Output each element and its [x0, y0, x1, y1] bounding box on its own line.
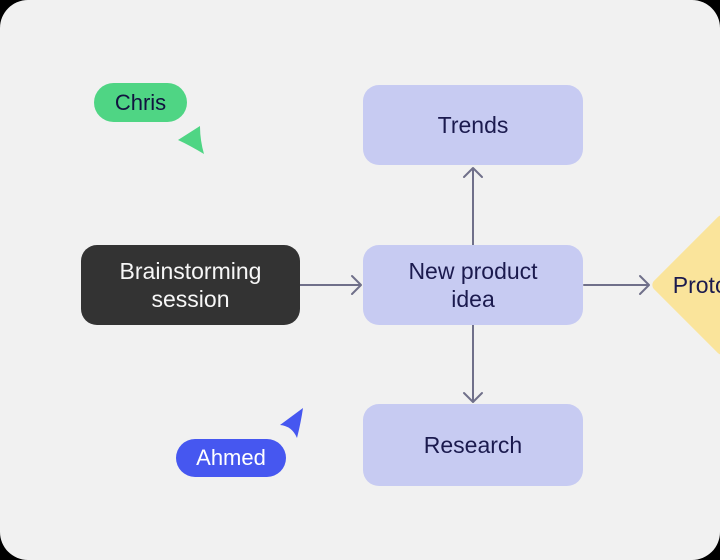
user-name: Ahmed [196, 445, 266, 470]
arrowhead-up-icon [463, 167, 483, 178]
node-label: Brainstorming session [119, 258, 262, 312]
user-cursor-label-ahmed: Ahmed [176, 439, 286, 477]
connector-idea-to-trends[interactable] [463, 167, 483, 246]
ahmed-cursor-icon [280, 408, 303, 438]
node-brainstorming-session[interactable]: Brainstorming session [81, 245, 300, 325]
node-label: Trends [437, 112, 509, 138]
connector-idea-to-prototype[interactable] [583, 275, 650, 295]
node-trends[interactable]: Trends [363, 85, 583, 165]
node-label: Prototype [672, 272, 720, 298]
connector-idea-to-research[interactable] [463, 324, 483, 403]
arrowhead-down-icon [463, 392, 483, 403]
node-new-product-idea[interactable]: New product idea [363, 245, 583, 325]
node-label: New product idea [408, 258, 538, 312]
connector-brainstorming-to-idea[interactable] [299, 275, 362, 295]
arrowhead-right-icon [639, 275, 650, 295]
node-research[interactable]: Research [363, 404, 583, 486]
arrowhead-right-icon [351, 275, 362, 295]
chris-cursor-icon [178, 126, 204, 154]
node-label: Research [423, 432, 523, 458]
user-cursor-label-chris: Chris [94, 83, 187, 122]
user-name: Chris [114, 89, 167, 115]
